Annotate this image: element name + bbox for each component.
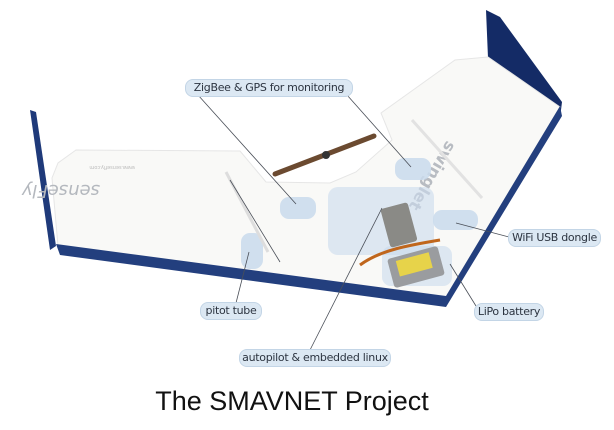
left-winglet xyxy=(30,110,56,250)
battery-wire xyxy=(359,238,441,267)
right-winglet xyxy=(486,10,562,118)
propeller-hub xyxy=(322,151,330,159)
antenna-wire xyxy=(410,118,484,200)
label-autopilot: autopilot & embedded linux xyxy=(239,349,391,367)
zigbee-highlight xyxy=(280,197,316,219)
leader-wifi xyxy=(455,222,510,238)
gps-highlight xyxy=(395,158,431,180)
leader-lines xyxy=(197,94,510,351)
sensefly-url: www.sensefly.com xyxy=(89,164,135,170)
label-zigbee-gps: ZigBee & GPS for monitoring xyxy=(185,79,353,97)
label-wifi-usb-dongle: WiFi USB dongle xyxy=(508,229,601,247)
wifi-highlight xyxy=(433,210,478,230)
leader-pitot xyxy=(235,251,250,304)
leader-antenna xyxy=(229,179,281,263)
leader-autopilot xyxy=(309,207,383,351)
leader-lipo xyxy=(449,263,477,307)
sensefly-logo: senseFly xyxy=(21,180,100,201)
pitot-highlight xyxy=(241,233,263,269)
label-pitot-tube: pitot tube xyxy=(200,302,262,320)
caption-title: The SMAVNET Project xyxy=(155,386,429,416)
autopilot-board xyxy=(380,202,418,248)
drone-illustration: senseFly www.sensefly.com swinglet xyxy=(21,10,562,351)
leader-zigbee-1 xyxy=(197,94,297,205)
label-lipo-battery: LiPo battery xyxy=(474,303,544,321)
leader-zigbee-2 xyxy=(346,94,412,168)
battery-label xyxy=(395,252,433,277)
